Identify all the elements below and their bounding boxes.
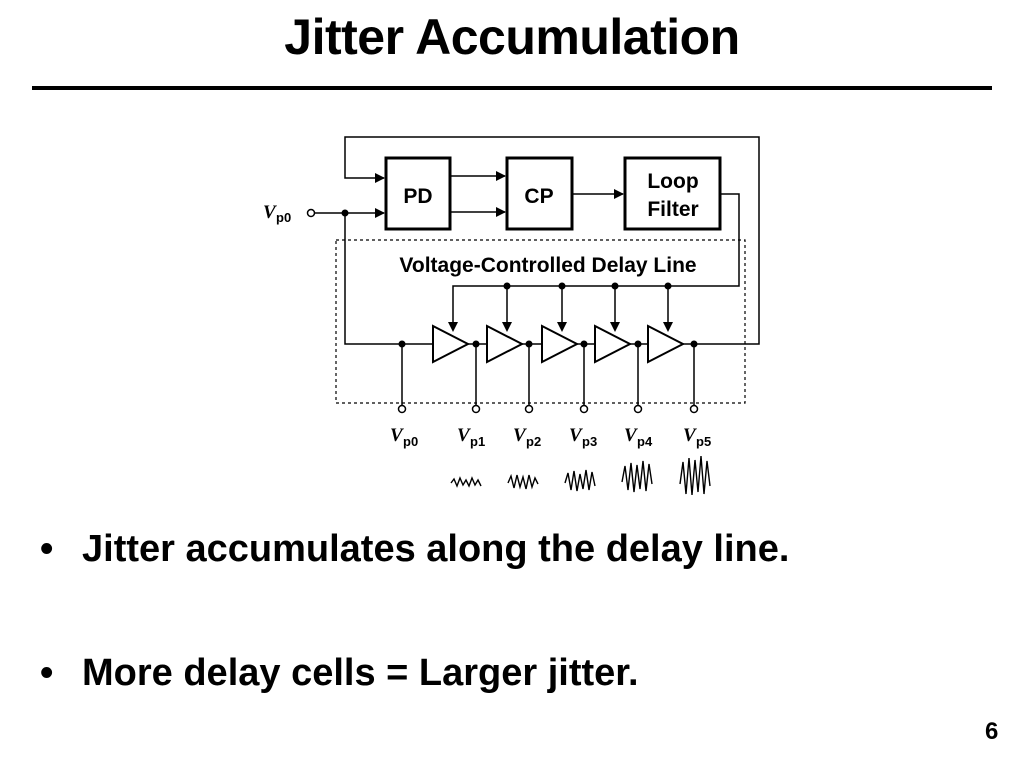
tap-labels: V p0 V p1 V p2 V p3 V p4 V p5 (390, 425, 711, 449)
feedback-path (344, 136, 760, 345)
tap-label-v-3: V (569, 425, 583, 446)
delay-buffers (432, 324, 686, 364)
tap-label-v-5: V (683, 425, 697, 446)
jitter-wave-2 (507, 473, 539, 490)
tap-terminals (397, 404, 699, 414)
loop-filter-label-line1: Loop (647, 170, 698, 193)
tap-label-sub-4: p4 (637, 434, 653, 449)
delay-cell-1 (432, 324, 471, 364)
loop-filter-block: Loop Filter (623, 156, 722, 231)
vcdl-label: Voltage-Controlled Delay Line (399, 254, 696, 277)
tap-nodes (398, 340, 698, 348)
tap-label-v-0: V (390, 425, 404, 446)
input-label-sub: p0 (276, 210, 291, 225)
input-path (315, 208, 402, 345)
cp-block: CP (505, 156, 574, 231)
tap-label-sub-1: p1 (470, 434, 485, 449)
delay-cell-5 (647, 324, 686, 364)
cp-label: CP (524, 185, 553, 208)
bullet-marker: • (40, 652, 54, 694)
page-number: 6 (985, 718, 999, 745)
bullet-item: • Jitter accumulates along the delay lin… (40, 528, 790, 570)
tap-label-v-4: V (624, 425, 638, 446)
bullet-text: Jitter accumulates along the delay line. (82, 528, 790, 570)
slide-title: Jitter Accumulation (284, 9, 740, 65)
dll-block-diagram: PD CP Loop Filter V p0 (263, 136, 760, 496)
jitter-wave-4 (621, 460, 653, 493)
input-terminal (306, 208, 316, 218)
bullet-list: • Jitter accumulates along the delay lin… (40, 528, 790, 694)
tap-label-v-2: V (513, 425, 527, 446)
jitter-wave-5 (679, 455, 711, 496)
tap-label-sub-5: p5 (696, 434, 711, 449)
control-voltage-path (452, 193, 740, 324)
delay-cell-4 (594, 324, 633, 364)
bullet-item: • More delay cells = Larger jitter. (40, 652, 789, 694)
jitter-wave-3 (564, 469, 596, 492)
pd-cp-links (451, 171, 624, 217)
jitter-wave-1 (450, 476, 482, 488)
tap-label-v-1: V (457, 425, 471, 446)
control-arrowheads (448, 322, 673, 332)
tap-lines (401, 344, 695, 405)
input-node (341, 209, 349, 217)
loop-filter-label-line2: Filter (647, 198, 698, 221)
vcdl-boundary (335, 239, 746, 404)
bullet-text: More delay cells = Larger jitter. (82, 652, 639, 694)
jitter-waveforms (450, 455, 711, 496)
delay-cell-3 (541, 324, 580, 364)
control-nodes (503, 282, 672, 290)
delay-cell-2 (486, 324, 525, 364)
tap-label-sub-3: p3 (582, 434, 597, 449)
bullet-marker: • (40, 528, 54, 570)
tap-label-sub-0: p0 (403, 434, 418, 449)
title-divider (32, 86, 992, 90)
pd-block: PD (384, 156, 452, 231)
tap-label-sub-2: p2 (526, 434, 541, 449)
input-label-v: V (263, 202, 277, 223)
pd-label: PD (403, 185, 432, 208)
